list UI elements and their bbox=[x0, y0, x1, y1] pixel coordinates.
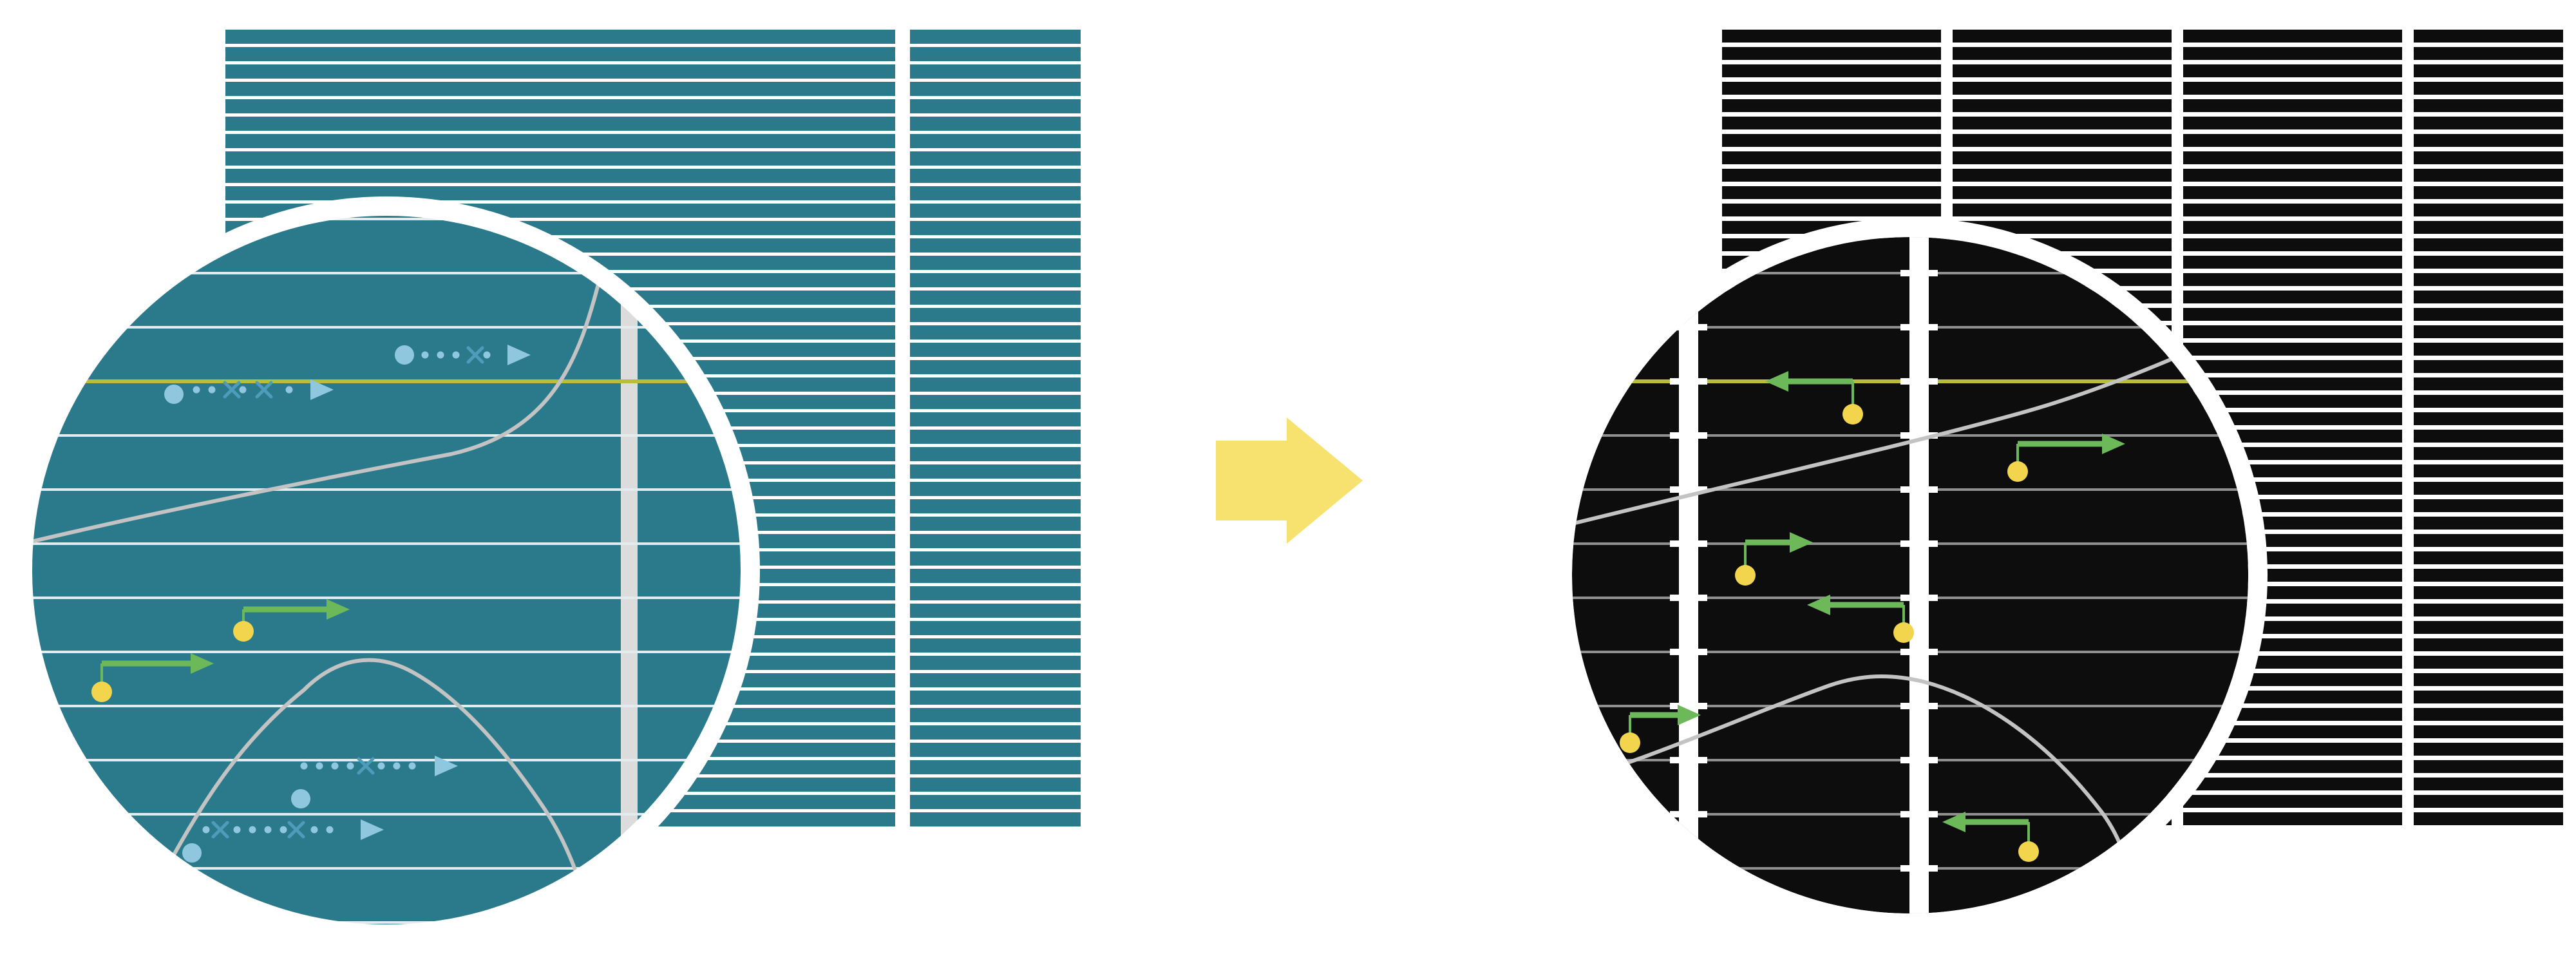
mobile-carrier-dot bbox=[2007, 461, 2028, 482]
carrier-arrowhead bbox=[191, 653, 214, 674]
magnifier-ring bbox=[1553, 218, 2268, 933]
mobile-carrier-dot bbox=[1893, 622, 1914, 643]
carrier-arrowhead bbox=[327, 599, 350, 620]
grain-boundaries bbox=[1572, 335, 2224, 913]
blocked-arrowhead bbox=[361, 819, 384, 840]
right-magnifier-inset bbox=[1553, 218, 2268, 933]
busbar bbox=[1900, 237, 1938, 913]
mobile-carrier-dot bbox=[1620, 732, 1640, 753]
carrier-arrowhead bbox=[1790, 532, 1813, 553]
carrier-arrowhead bbox=[1942, 812, 1965, 832]
blocked-carrier-paths bbox=[164, 345, 531, 863]
blocked-arrowhead bbox=[310, 379, 334, 400]
left-solar-panel-edge-column bbox=[910, 30, 1081, 830]
carrier-arrowhead bbox=[1765, 371, 1788, 392]
magnifier-ring bbox=[13, 196, 760, 944]
mobile-carrier-dot bbox=[1735, 565, 1756, 586]
transform-arrow-icon bbox=[1216, 417, 1363, 544]
busbar bbox=[621, 215, 638, 926]
mobile-carriers bbox=[1620, 371, 2125, 862]
left-magnifier-inset bbox=[13, 196, 760, 944]
transform-arrow-shape bbox=[1216, 417, 1363, 544]
blocked-carrier-dot bbox=[182, 843, 202, 863]
blocked-arrowhead bbox=[507, 345, 531, 365]
blocked-carrier-dot bbox=[395, 345, 414, 365]
carrier-arrowhead bbox=[1807, 595, 1830, 615]
right-solar-panel-column-4 bbox=[2414, 30, 2563, 830]
blocked-arrowhead bbox=[435, 756, 458, 776]
mobile-carriers bbox=[91, 599, 350, 702]
mobile-carrier-dot bbox=[1842, 404, 1863, 425]
mobile-carrier-dot bbox=[2018, 841, 2039, 862]
mobile-carrier-dot bbox=[91, 682, 112, 702]
busbar bbox=[1670, 237, 1707, 913]
carrier-arrowhead bbox=[1678, 705, 1701, 725]
blocked-carrier-dot bbox=[291, 789, 310, 808]
carrier-arrowhead bbox=[2102, 434, 2125, 454]
blocked-carrier-dot bbox=[164, 385, 184, 404]
mobile-carrier-dot bbox=[233, 621, 254, 642]
grain-boundaries bbox=[31, 215, 617, 926]
